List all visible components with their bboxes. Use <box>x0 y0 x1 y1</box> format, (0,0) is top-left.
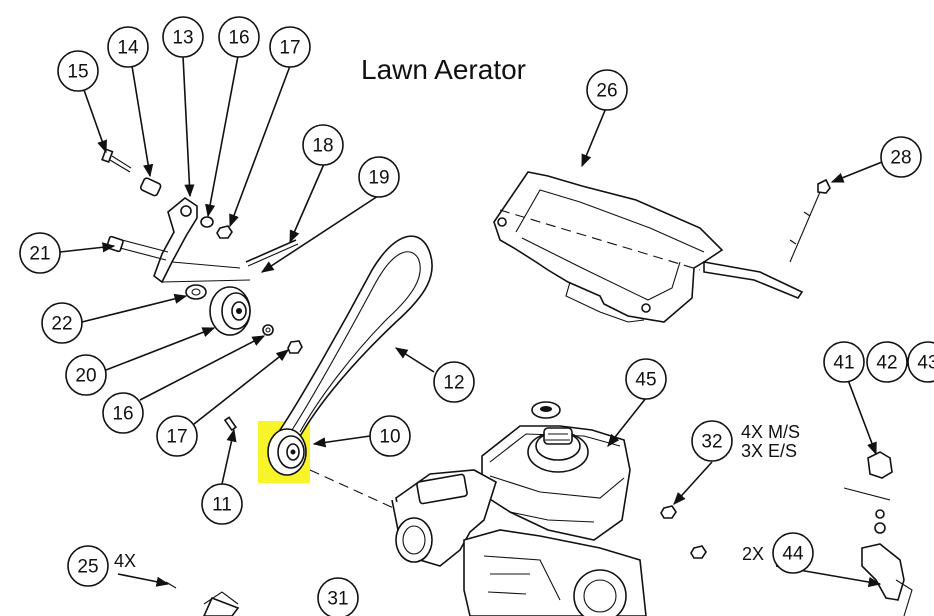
svg-text:12: 12 <box>443 373 464 394</box>
svg-text:41: 41 <box>833 353 854 374</box>
callout-10: 10 <box>369 415 411 457</box>
callout-19: 19 <box>358 156 400 198</box>
quantity-note-44: 2X <box>742 544 765 564</box>
key-11 <box>223 416 238 432</box>
belt-12 <box>278 235 433 442</box>
svg-text:21: 21 <box>29 244 50 265</box>
callout-41: 41 <box>823 341 865 383</box>
svg-text:44: 44 <box>782 544 804 565</box>
svg-text:14: 14 <box>117 38 139 59</box>
callout-42: 42 <box>866 341 908 383</box>
pulley-bracket-assembly <box>101 148 303 354</box>
switch-assembly <box>843 451 913 616</box>
engine-pulley-10 <box>267 428 307 476</box>
callout-16-bottom: 16 <box>102 392 144 434</box>
svg-text:17: 17 <box>279 38 300 59</box>
callout-15: 15 <box>57 50 99 92</box>
svg-text:16: 16 <box>228 28 249 49</box>
bolt-28 <box>789 178 831 263</box>
svg-text:13: 13 <box>172 28 193 49</box>
svg-text:15: 15 <box>67 62 88 83</box>
quantity-note-32-line2: 3X E/S <box>741 441 798 461</box>
belt-cover-26 <box>493 171 804 323</box>
svg-text:11: 11 <box>212 495 232 516</box>
leader-lines <box>59 55 883 588</box>
callout-17-bottom: 17 <box>156 415 198 457</box>
callout-22: 22 <box>41 302 83 344</box>
svg-text:17: 17 <box>166 427 187 448</box>
callout-26: 26 <box>586 69 628 111</box>
engine-45 <box>391 401 647 616</box>
callout-43: 43 <box>907 341 934 383</box>
quantity-note-25: 4X <box>114 551 137 571</box>
svg-text:45: 45 <box>635 370 656 391</box>
svg-text:16: 16 <box>112 404 133 425</box>
callout-45: 45 <box>625 358 667 400</box>
svg-text:18: 18 <box>312 136 333 157</box>
callout-11: 11 <box>201 483 243 525</box>
svg-text:31: 31 <box>327 589 348 610</box>
diagram-title: Lawn Aerator <box>361 54 526 85</box>
callout-32: 32 <box>691 420 733 462</box>
callout-31: 31 <box>317 577 359 616</box>
svg-text:20: 20 <box>75 366 96 387</box>
svg-text:42: 42 <box>876 353 897 374</box>
svg-text:32: 32 <box>701 432 722 453</box>
svg-text:10: 10 <box>379 427 400 448</box>
quantity-note-32: 4X M/S 3X E/S <box>741 423 800 461</box>
callout-18: 18 <box>302 124 344 166</box>
part-25-bracket <box>165 581 240 616</box>
svg-text:25: 25 <box>77 557 98 578</box>
callout-44: 44 <box>772 532 814 574</box>
svg-text:22: 22 <box>51 314 72 335</box>
callout-12: 12 <box>433 361 475 403</box>
quantity-note-32-line1: 4X M/S <box>741 422 801 442</box>
callout-16-top: 16 <box>218 16 260 58</box>
callout-17-top: 17 <box>269 26 311 68</box>
svg-text:43: 43 <box>917 353 934 374</box>
svg-text:19: 19 <box>368 168 389 189</box>
svg-text:28: 28 <box>890 148 911 169</box>
callout-14: 14 <box>107 26 149 68</box>
callout-20: 20 <box>65 354 107 396</box>
callout-13: 13 <box>162 16 204 58</box>
callout-25: 25 <box>67 545 109 587</box>
svg-text:26: 26 <box>596 81 617 102</box>
callout-28: 28 <box>880 136 922 178</box>
callout-21: 21 <box>19 232 61 274</box>
